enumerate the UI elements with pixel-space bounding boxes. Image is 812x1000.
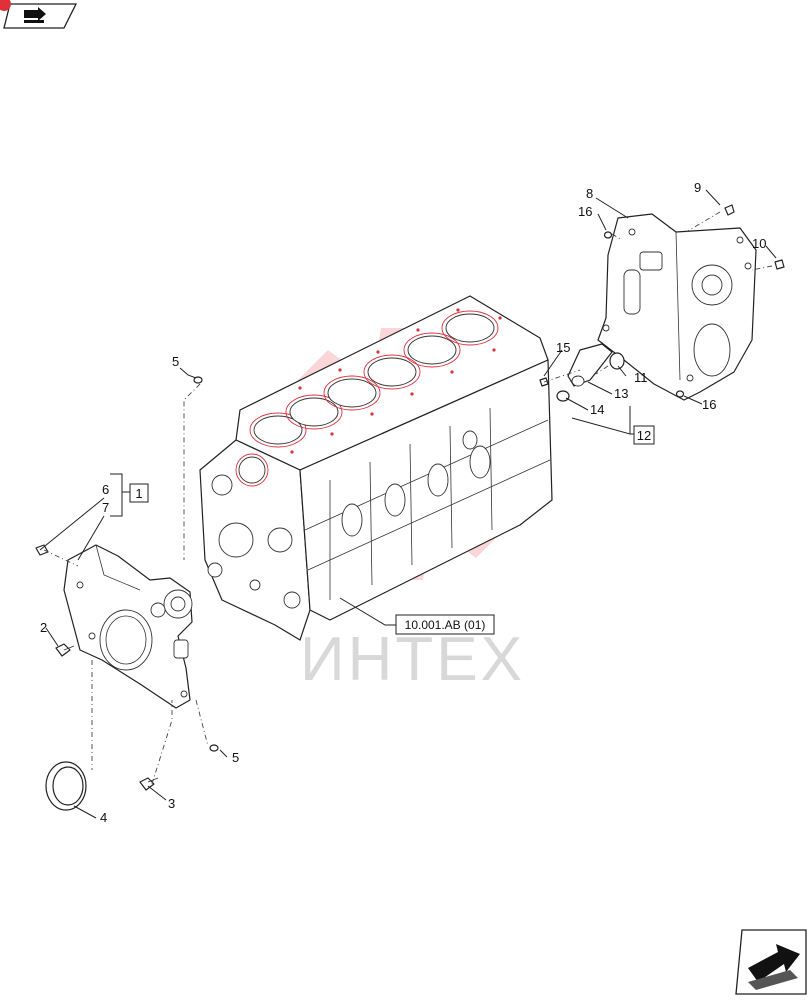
group-box-1[interactable]: 1 [129, 483, 149, 503]
callout-15: 15 [556, 340, 570, 355]
next-page-arrow-icon[interactable] [735, 929, 807, 995]
callout-6: 6 [102, 482, 109, 497]
watermark-text: ИНТЕХ [300, 625, 525, 694]
callout-10: 10 [752, 236, 766, 251]
callout-11: 11 [634, 370, 648, 385]
callout-13: 13 [614, 386, 628, 401]
callout-7: 7 [102, 500, 109, 515]
book-arrow-icon[interactable] [0, 0, 78, 29]
callout-5-bottom: 5 [232, 750, 239, 765]
oring-11 [609, 352, 625, 370]
callout-8: 8 [586, 186, 593, 201]
front-timing-cover [63, 544, 193, 709]
dowel-5-bottom [209, 744, 219, 752]
bolt-3 [139, 777, 159, 791]
plug-14 [556, 390, 570, 402]
screw-6 [35, 544, 49, 556]
bolt-10 [774, 259, 785, 270]
callout-3: 3 [168, 796, 175, 811]
tube-13 [567, 343, 613, 387]
callout-2: 2 [40, 620, 47, 635]
group-box-12[interactable]: 12 [633, 425, 655, 445]
callout-14: 14 [590, 402, 604, 417]
nut-16-bottom [675, 390, 685, 398]
callout-9: 9 [694, 180, 701, 195]
seal-ring [45, 761, 87, 811]
main-reference-tag[interactable]: 10.001.AB (01) [395, 614, 495, 635]
group-box-12-label: 12 [637, 428, 651, 443]
engine-block [199, 295, 553, 641]
callout-16-bottom: 16 [702, 397, 716, 412]
callout-5-top: 5 [172, 354, 179, 369]
bolt-9 [724, 204, 735, 216]
main-reference-label: 10.001.AB (01) [405, 618, 486, 632]
group-box-1-label: 1 [135, 486, 142, 501]
callout-16-top: 16 [578, 204, 592, 219]
callout-4: 4 [100, 810, 107, 825]
dowel-5-top [193, 376, 203, 384]
bolt-2 [55, 643, 75, 657]
rear-housing [597, 213, 757, 401]
nut-16-top [603, 231, 613, 239]
